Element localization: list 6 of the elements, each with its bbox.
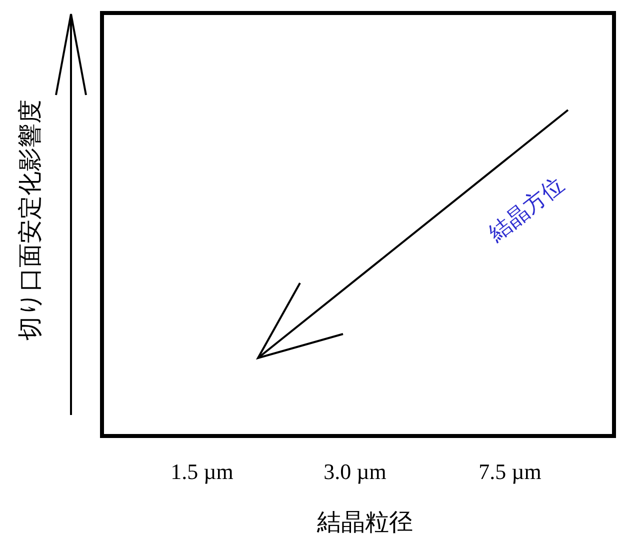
axis-title: 切り口面安定化影響度	[18, 100, 42, 340]
tick-label: 1.5 µm	[170, 461, 234, 483]
axis-title: 結晶粒径	[317, 510, 413, 534]
arrow-label: 結晶方位	[486, 174, 568, 246]
tick-label: 7.5 µm	[478, 461, 542, 483]
tick-label: 3.0 µm	[324, 461, 386, 483]
